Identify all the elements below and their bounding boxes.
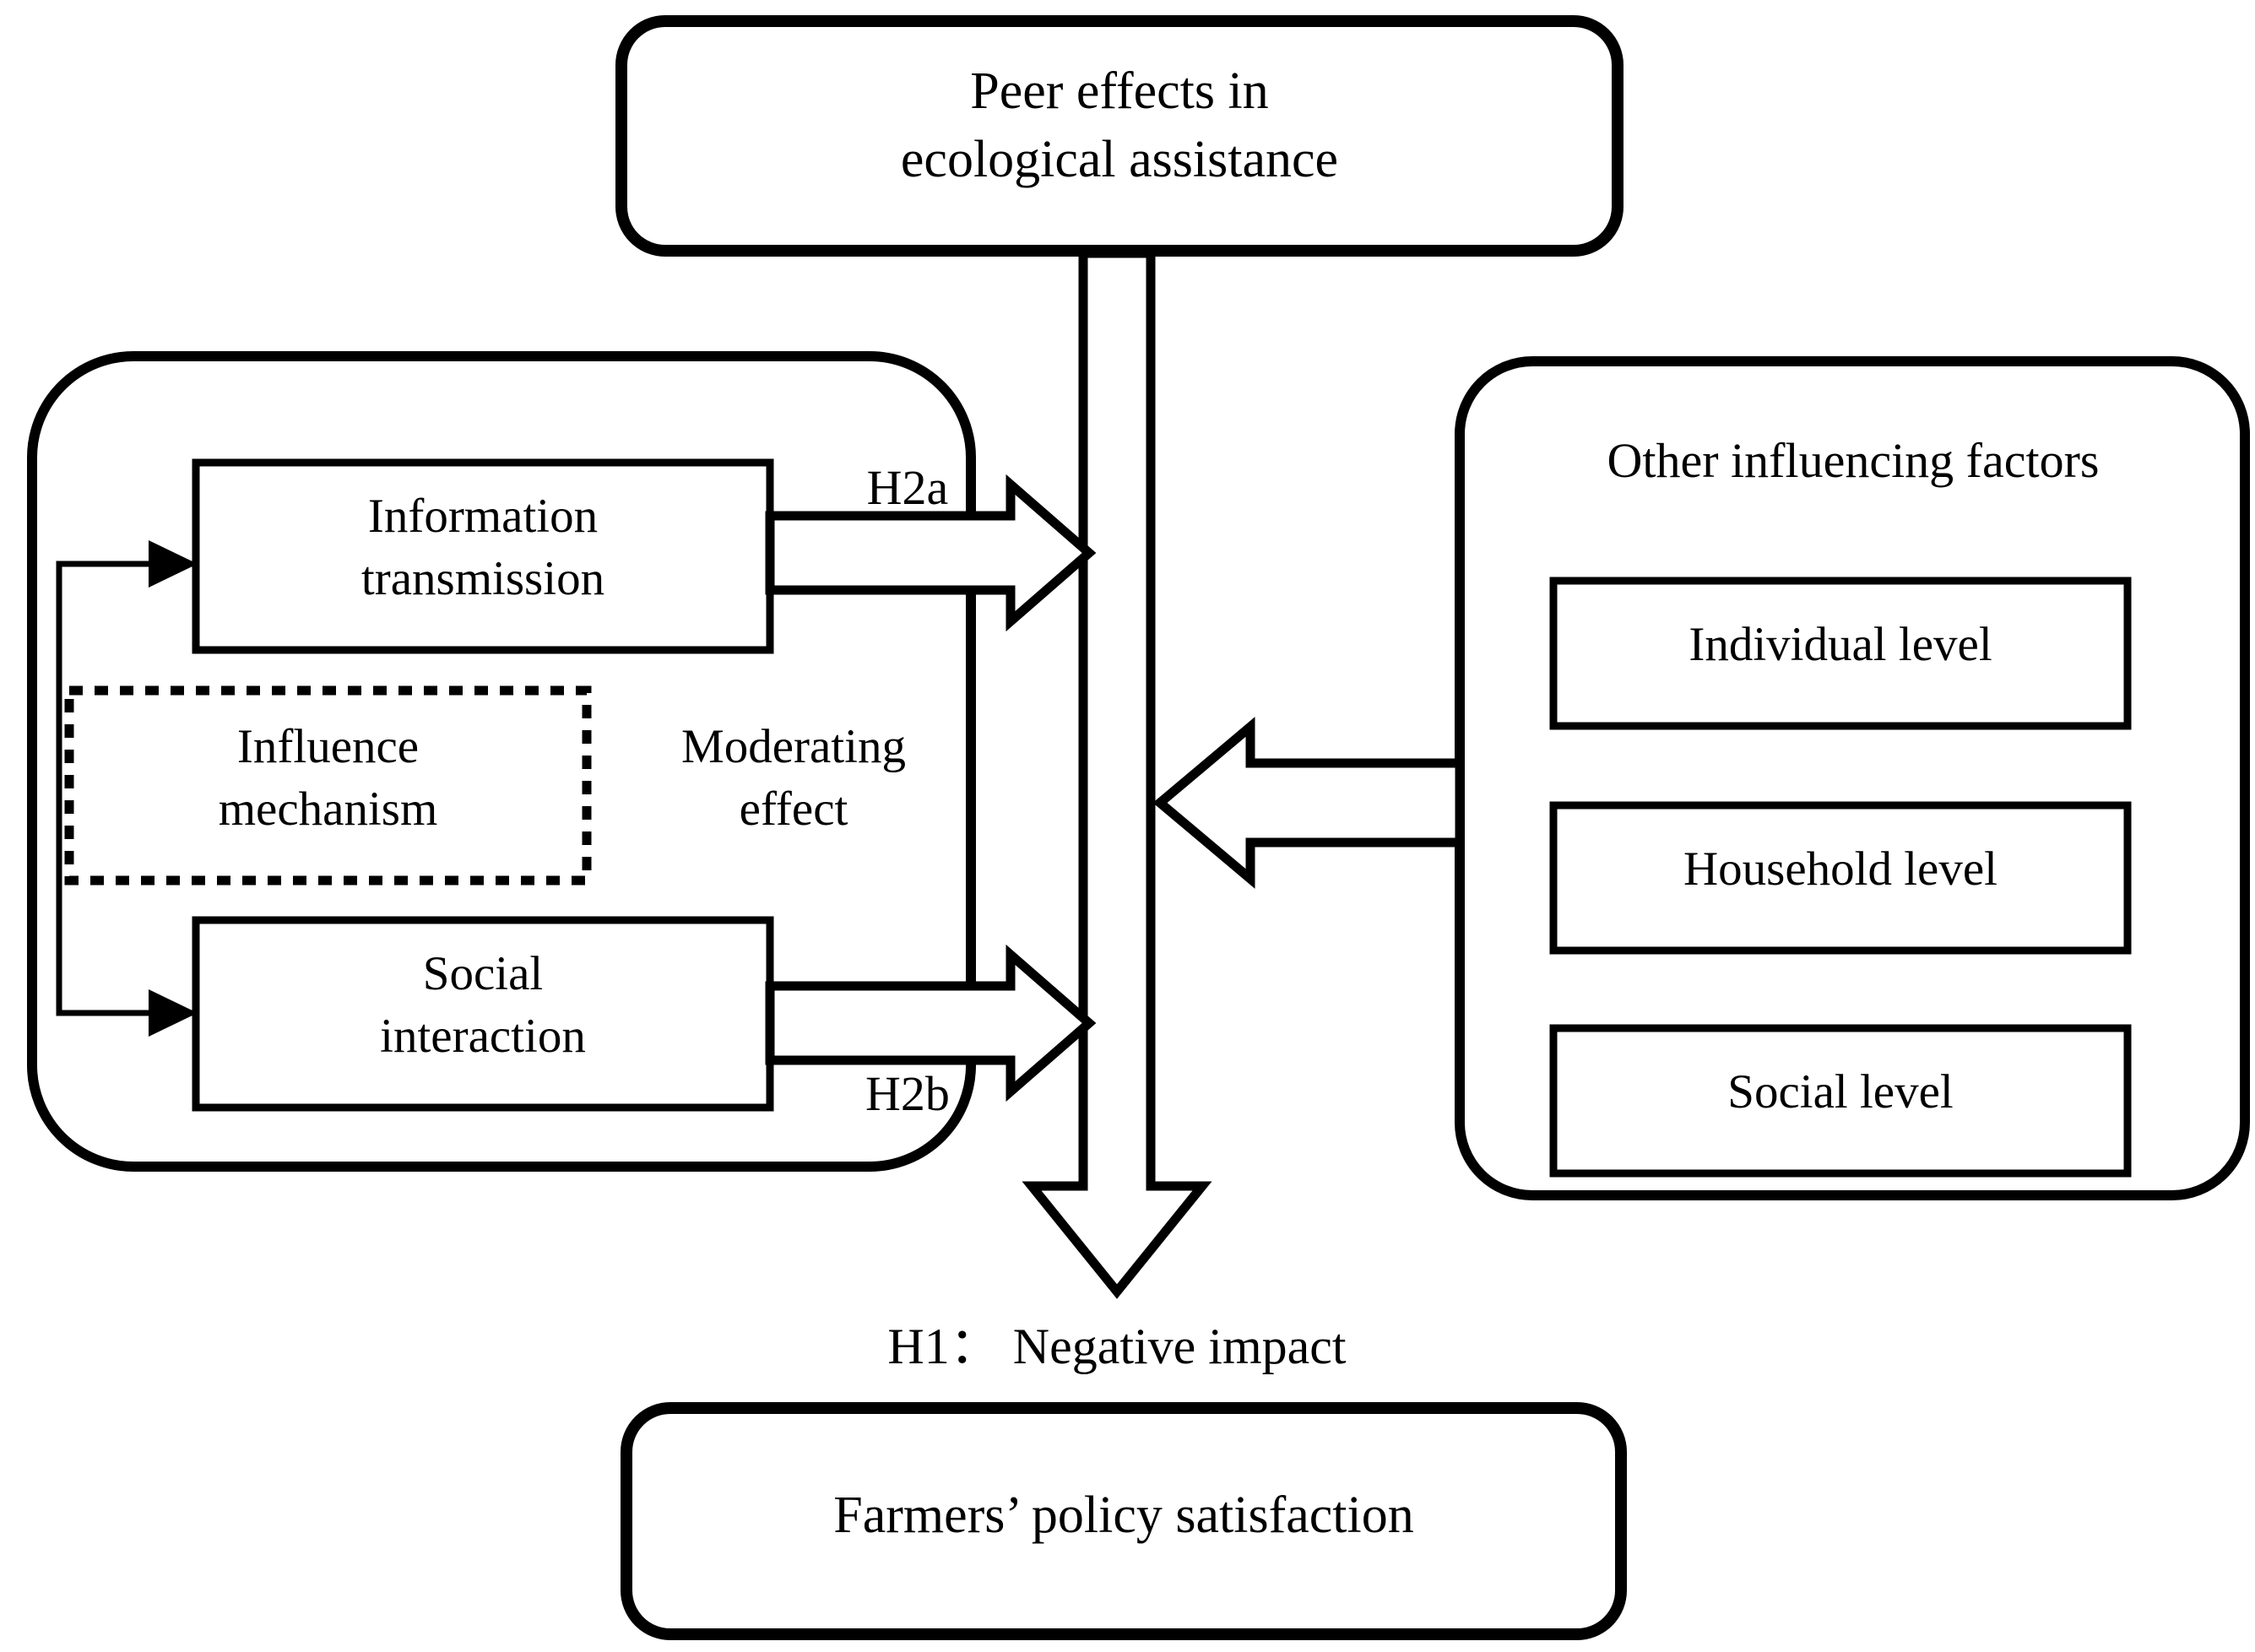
- top-box: [615, 15, 1623, 257]
- other-factors-block-arrow: [1152, 717, 1465, 889]
- right-panel-heading: Other influencing factors: [1607, 433, 2100, 488]
- household-level-label: Household level: [1683, 842, 1998, 896]
- information-transmission-box: [192, 458, 774, 654]
- h2a-block-arrow: [765, 474, 1097, 632]
- information-transmission-label: Information transmission: [360, 490, 605, 606]
- right-panel-inner-boxes: [1549, 577, 2132, 1178]
- individual-level-label: Individual level: [1689, 618, 1992, 671]
- household-level-box: [1549, 801, 2132, 955]
- feedback-loop: [56, 540, 198, 1037]
- moderating-effect-label: Moderating effect: [681, 720, 906, 837]
- h2a-label: H2a: [866, 460, 949, 515]
- influence-mechanism-label: Influence mechanism: [218, 720, 438, 837]
- bottom-box: [621, 1402, 1627, 1640]
- social-level-box: [1549, 1024, 2132, 1178]
- h2b-block-arrow: [765, 944, 1097, 1102]
- bottom-box-title: Farmers’ policy satisfaction: [833, 1487, 1414, 1544]
- social-interaction-label: Social interaction: [380, 947, 586, 1064]
- individual-level-box: [1549, 577, 2132, 730]
- social-interaction-box: [192, 916, 774, 1112]
- h2b-label: H2b: [865, 1066, 950, 1121]
- social-level-label: Social level: [1727, 1065, 1954, 1118]
- top-box-title: Peer effects in ecological assistance: [900, 62, 1339, 188]
- h1-negative-impact-label: H1： Negative impact: [887, 1319, 1347, 1374]
- influence-mechanism-dotted-box: [64, 685, 592, 886]
- central-down-arrow: [1022, 248, 1212, 1299]
